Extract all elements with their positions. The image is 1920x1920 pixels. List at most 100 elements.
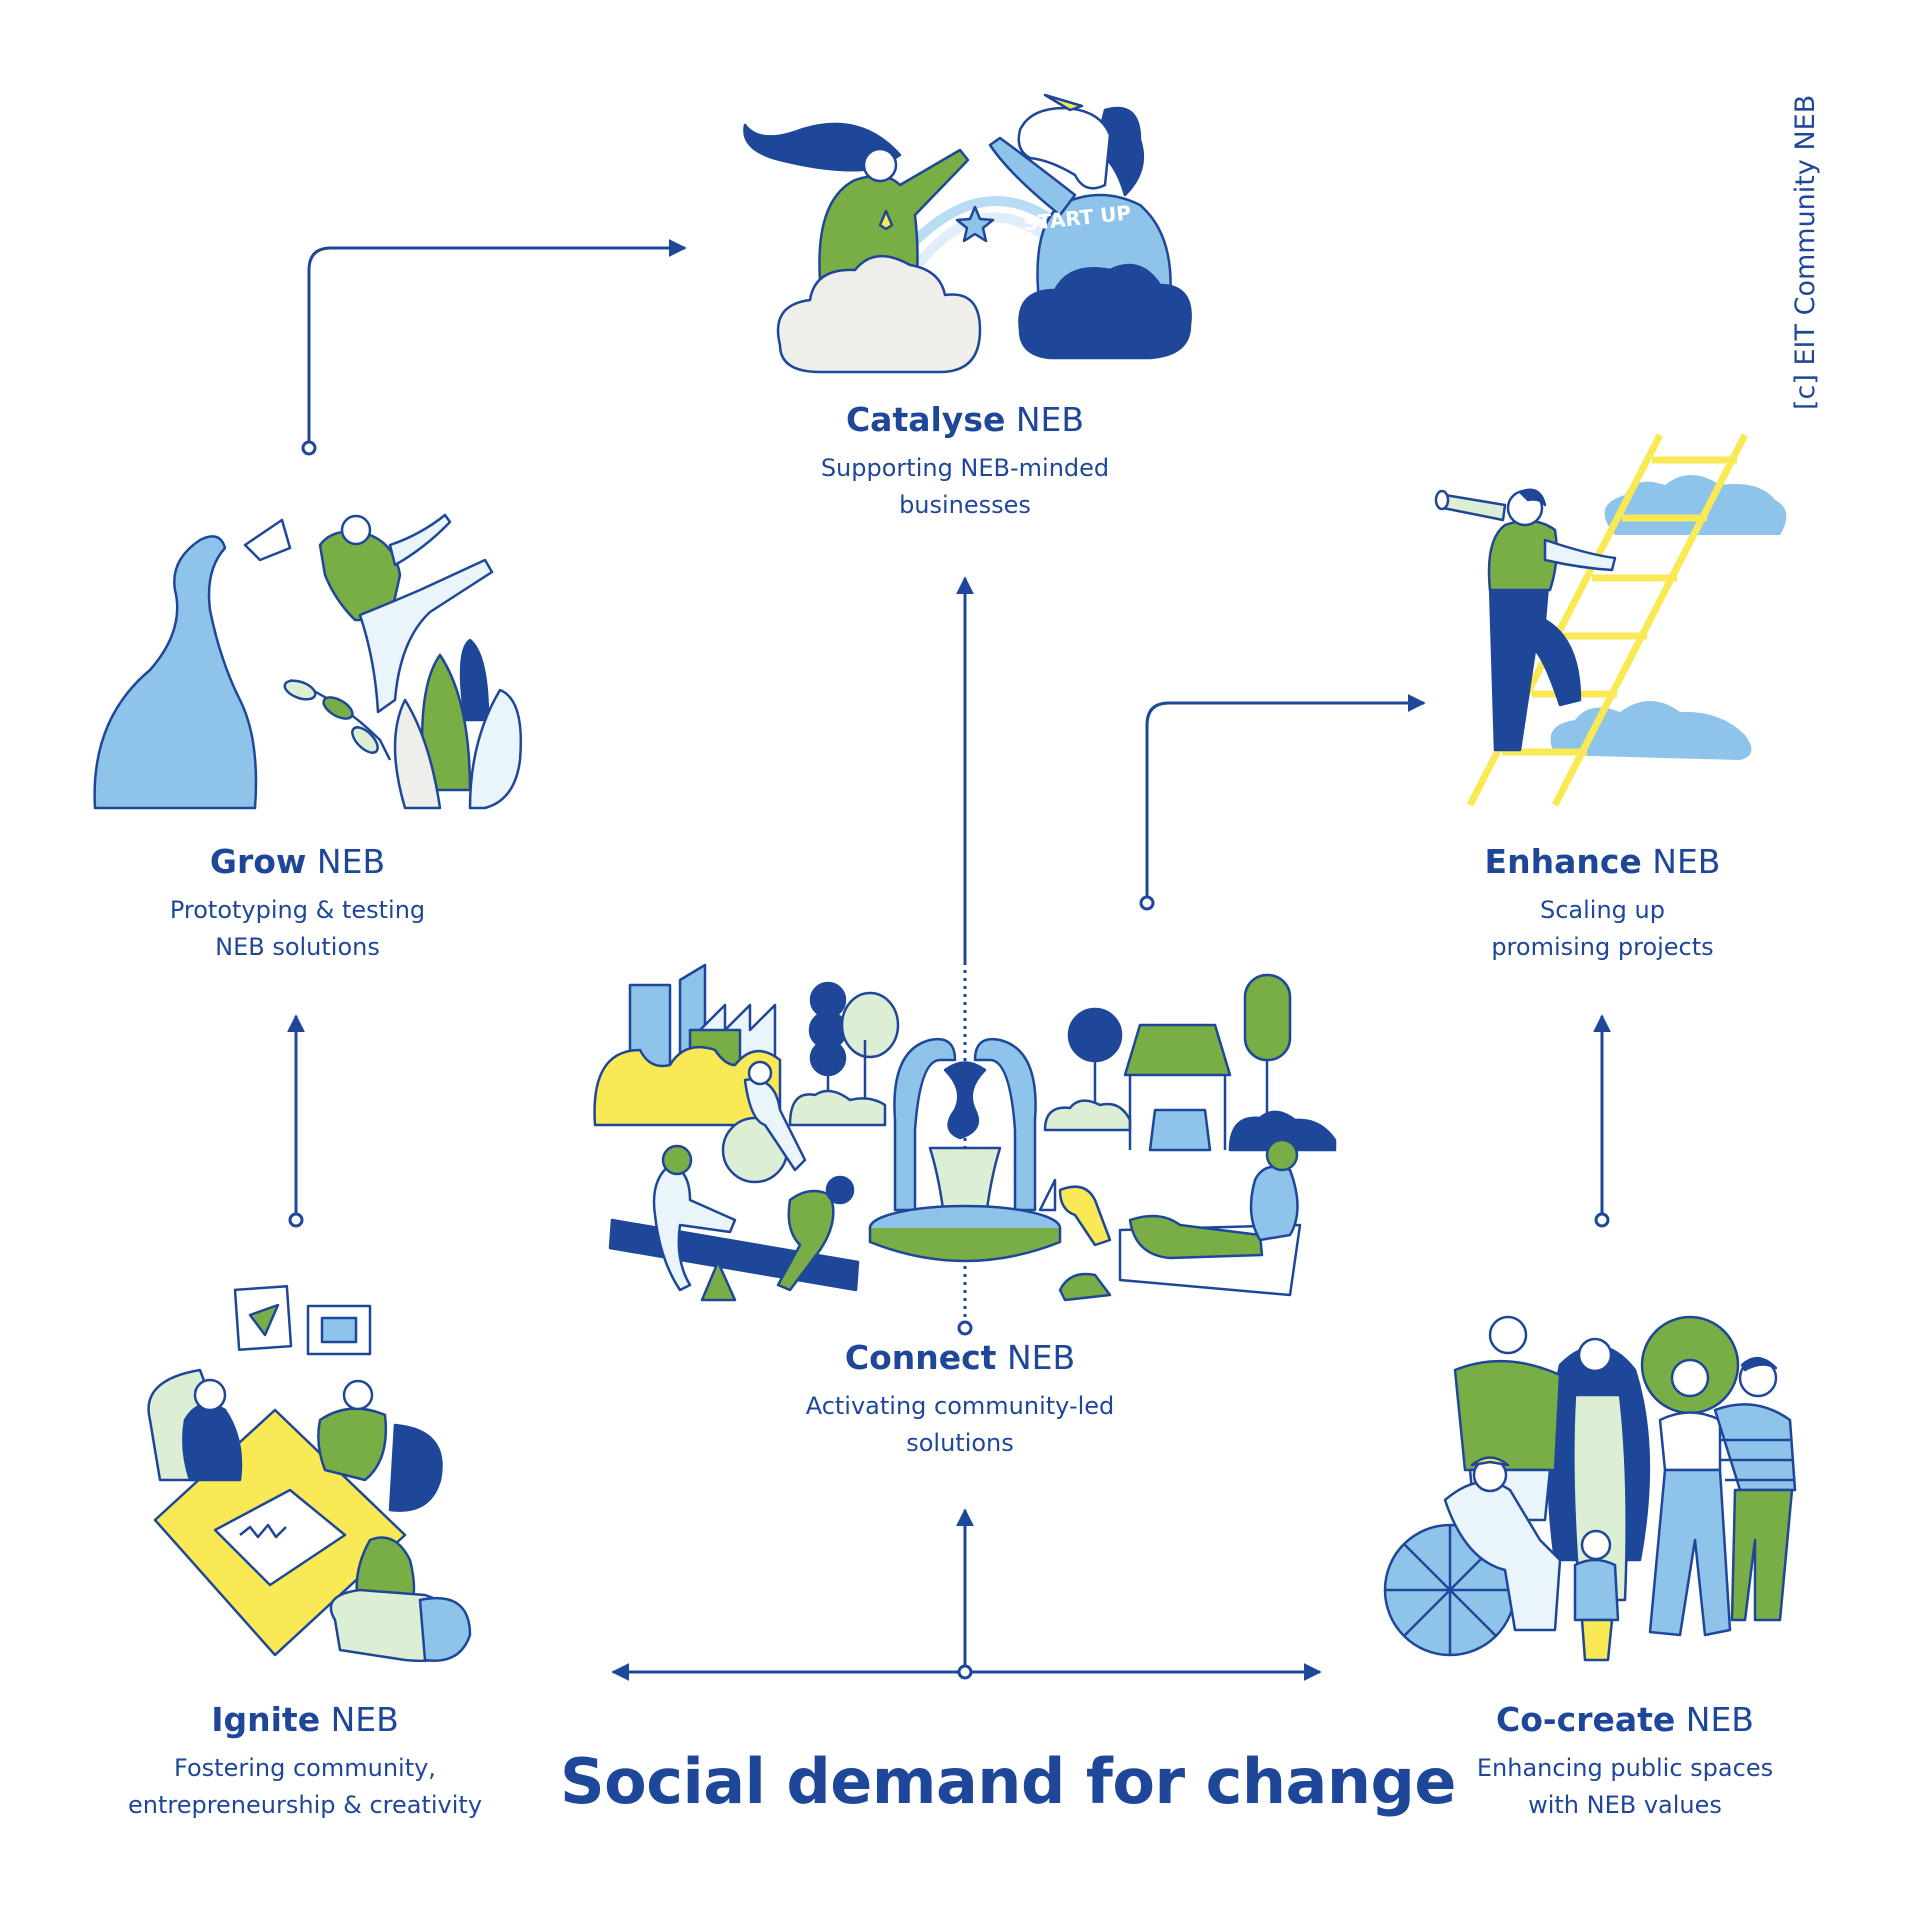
grow-leaf-small-2	[320, 693, 356, 723]
connect-tree-navy-low	[811, 1041, 845, 1075]
ignite-illustration	[149, 1286, 470, 1661]
ignite-frame-right-art	[322, 1318, 356, 1342]
ignite-person-topright	[318, 1409, 386, 1480]
stage-catalyse-line2: businesses	[760, 487, 1170, 524]
catalyse-woman-head	[864, 149, 896, 181]
stage-catalyse-suffix: NEB	[1005, 400, 1084, 439]
watering-can-icon	[245, 520, 290, 560]
cocreate-afro-head	[1672, 1360, 1708, 1396]
stage-grow-line2: NEB solutions	[100, 929, 495, 966]
ignite-person-topleft	[183, 1404, 241, 1480]
cocreate-child-legs	[1582, 1620, 1612, 1660]
stage-catalyse-bold: Catalyse	[846, 400, 1005, 439]
stage-catalyse-desc: Supporting NEB-minded businesses	[760, 450, 1170, 524]
stage-ignite-suffix: NEB	[320, 1700, 399, 1739]
stage-connect: Connect NEB Activating community-led sol…	[755, 1338, 1165, 1462]
grow-water-stream	[95, 536, 256, 808]
cocreate-man-body	[1455, 1361, 1560, 1470]
fountain-basin-side	[870, 1228, 1060, 1261]
cocreate-child-body	[1575, 1560, 1618, 1620]
connect-child-sailboat	[1040, 1180, 1055, 1210]
stage-cocreate-line1: Enhancing public spaces	[1420, 1750, 1830, 1787]
connector-ignite-node	[290, 1214, 302, 1226]
seesaw-person-right-head	[827, 1177, 853, 1203]
catalyse-illustration: START UP	[744, 95, 1190, 372]
connector-connect-node	[959, 1322, 971, 1334]
stage-catalyse-line1: Supporting NEB-minded	[760, 450, 1170, 487]
copyright-text: [c] EIT Community NEB	[1790, 95, 1821, 410]
stage-enhance-bold: Enhance	[1485, 842, 1642, 881]
grow-leaf-small-1	[282, 677, 318, 703]
cocreate-man-head	[1490, 1317, 1526, 1353]
catalyse-cloud-left	[778, 256, 980, 372]
grow-man-arm	[390, 515, 450, 565]
connector-demand-node	[959, 1666, 971, 1678]
connect-child-crawling	[1060, 1274, 1110, 1300]
cocreate-longhair-head	[1579, 1339, 1611, 1371]
stage-enhance-line1: Scaling up	[1405, 892, 1800, 929]
cocreate-striped-trousers	[1732, 1490, 1792, 1620]
stage-grow-bold: Grow	[210, 842, 307, 881]
stage-connect-line2: solutions	[755, 1425, 1165, 1462]
playhouse-slide	[1150, 1110, 1210, 1150]
stage-cocreate-suffix: NEB	[1675, 1700, 1754, 1739]
stage-enhance: Enhance NEB Scaling up promising project…	[1405, 842, 1800, 966]
stage-connect-bold: Connect	[845, 1338, 997, 1377]
stage-ignite-bold: Ignite	[211, 1700, 320, 1739]
ignite-cushion-blue	[420, 1598, 470, 1661]
headline-social-demand: Social demand for change	[560, 1745, 1370, 1818]
stage-enhance-line2: promising projects	[1405, 929, 1800, 966]
stage-grow: Grow NEB Prototyping & testing NEB solut…	[100, 842, 495, 966]
picnic-person-lying	[1130, 1216, 1262, 1258]
cocreate-illustration	[1385, 1317, 1795, 1660]
grow-illustration	[95, 515, 521, 808]
stage-connect-desc: Activating community-led solutions	[755, 1388, 1165, 1462]
ignite-backdrop-blue	[390, 1425, 442, 1511]
connect-bush-left	[790, 1091, 885, 1125]
telescope-lens	[1436, 491, 1448, 509]
stage-enhance-suffix: NEB	[1642, 842, 1721, 881]
seesaw-person-left-head	[663, 1146, 691, 1174]
ignite-person-topright-head	[344, 1381, 372, 1409]
connector-grow-node	[303, 442, 315, 454]
stage-connect-suffix: NEB	[996, 1338, 1075, 1377]
cocreate-afro-body	[1660, 1413, 1720, 1471]
stage-enhance-desc: Scaling up promising projects	[1405, 892, 1800, 966]
connect-illustration	[595, 965, 1335, 1300]
stage-grow-desc: Prototyping & testing NEB solutions	[100, 892, 495, 966]
stage-cocreate-title: Co-create NEB	[1420, 1700, 1830, 1740]
connect-wheelchair-head	[749, 1062, 771, 1084]
stage-ignite-line1: Fostering community,	[100, 1750, 510, 1787]
stage-catalyse: Catalyse NEB Supporting NEB-minded busin…	[760, 400, 1170, 524]
connect-tree-pale	[842, 993, 898, 1057]
connect-tree-round-navy	[1069, 1009, 1121, 1061]
connect-bushes-right	[1045, 1101, 1130, 1130]
cocreate-afro-trousers	[1650, 1470, 1730, 1635]
grow-leaf-small-3	[348, 723, 382, 757]
stage-cocreate-line2: with NEB values	[1420, 1787, 1830, 1824]
cocreate-child-head	[1582, 1531, 1610, 1559]
picnic-person-sitting-head	[1267, 1140, 1297, 1170]
connect-child-kneeling	[1060, 1187, 1110, 1245]
stage-ignite-desc: Fostering community, entrepreneurship & …	[100, 1750, 510, 1824]
grow-leaf-navy	[461, 640, 488, 720]
connector-cocreate-node	[1596, 1214, 1608, 1226]
ignite-person-topleft-head	[195, 1380, 225, 1410]
stage-cocreate: Co-create NEB Enhancing public spaces wi…	[1420, 1700, 1830, 1824]
stage-ignite-title: Ignite NEB	[100, 1700, 510, 1740]
stage-cocreate-bold: Co-create	[1496, 1700, 1675, 1739]
stage-grow-suffix: NEB	[306, 842, 385, 881]
stage-grow-title: Grow NEB	[100, 842, 495, 882]
connector-connect-to-enhance	[1147, 703, 1424, 902]
connect-tree-tall	[1245, 975, 1290, 1060]
stage-ignite-line2: entrepreneurship & creativity	[100, 1787, 510, 1824]
stage-cocreate-desc: Enhancing public spaces with NEB values	[1420, 1750, 1830, 1824]
connector-enhance-node	[1141, 897, 1153, 909]
telescope-icon	[1443, 495, 1505, 520]
stage-enhance-title: Enhance NEB	[1405, 842, 1800, 882]
playhouse-roof	[1125, 1025, 1230, 1075]
picnic-person-sitting	[1251, 1167, 1298, 1240]
stage-connect-line1: Activating community-led	[755, 1388, 1165, 1425]
copyright-notice: [c] EIT Community NEB	[1780, 100, 1820, 420]
enhance-illustration	[1436, 435, 1786, 805]
